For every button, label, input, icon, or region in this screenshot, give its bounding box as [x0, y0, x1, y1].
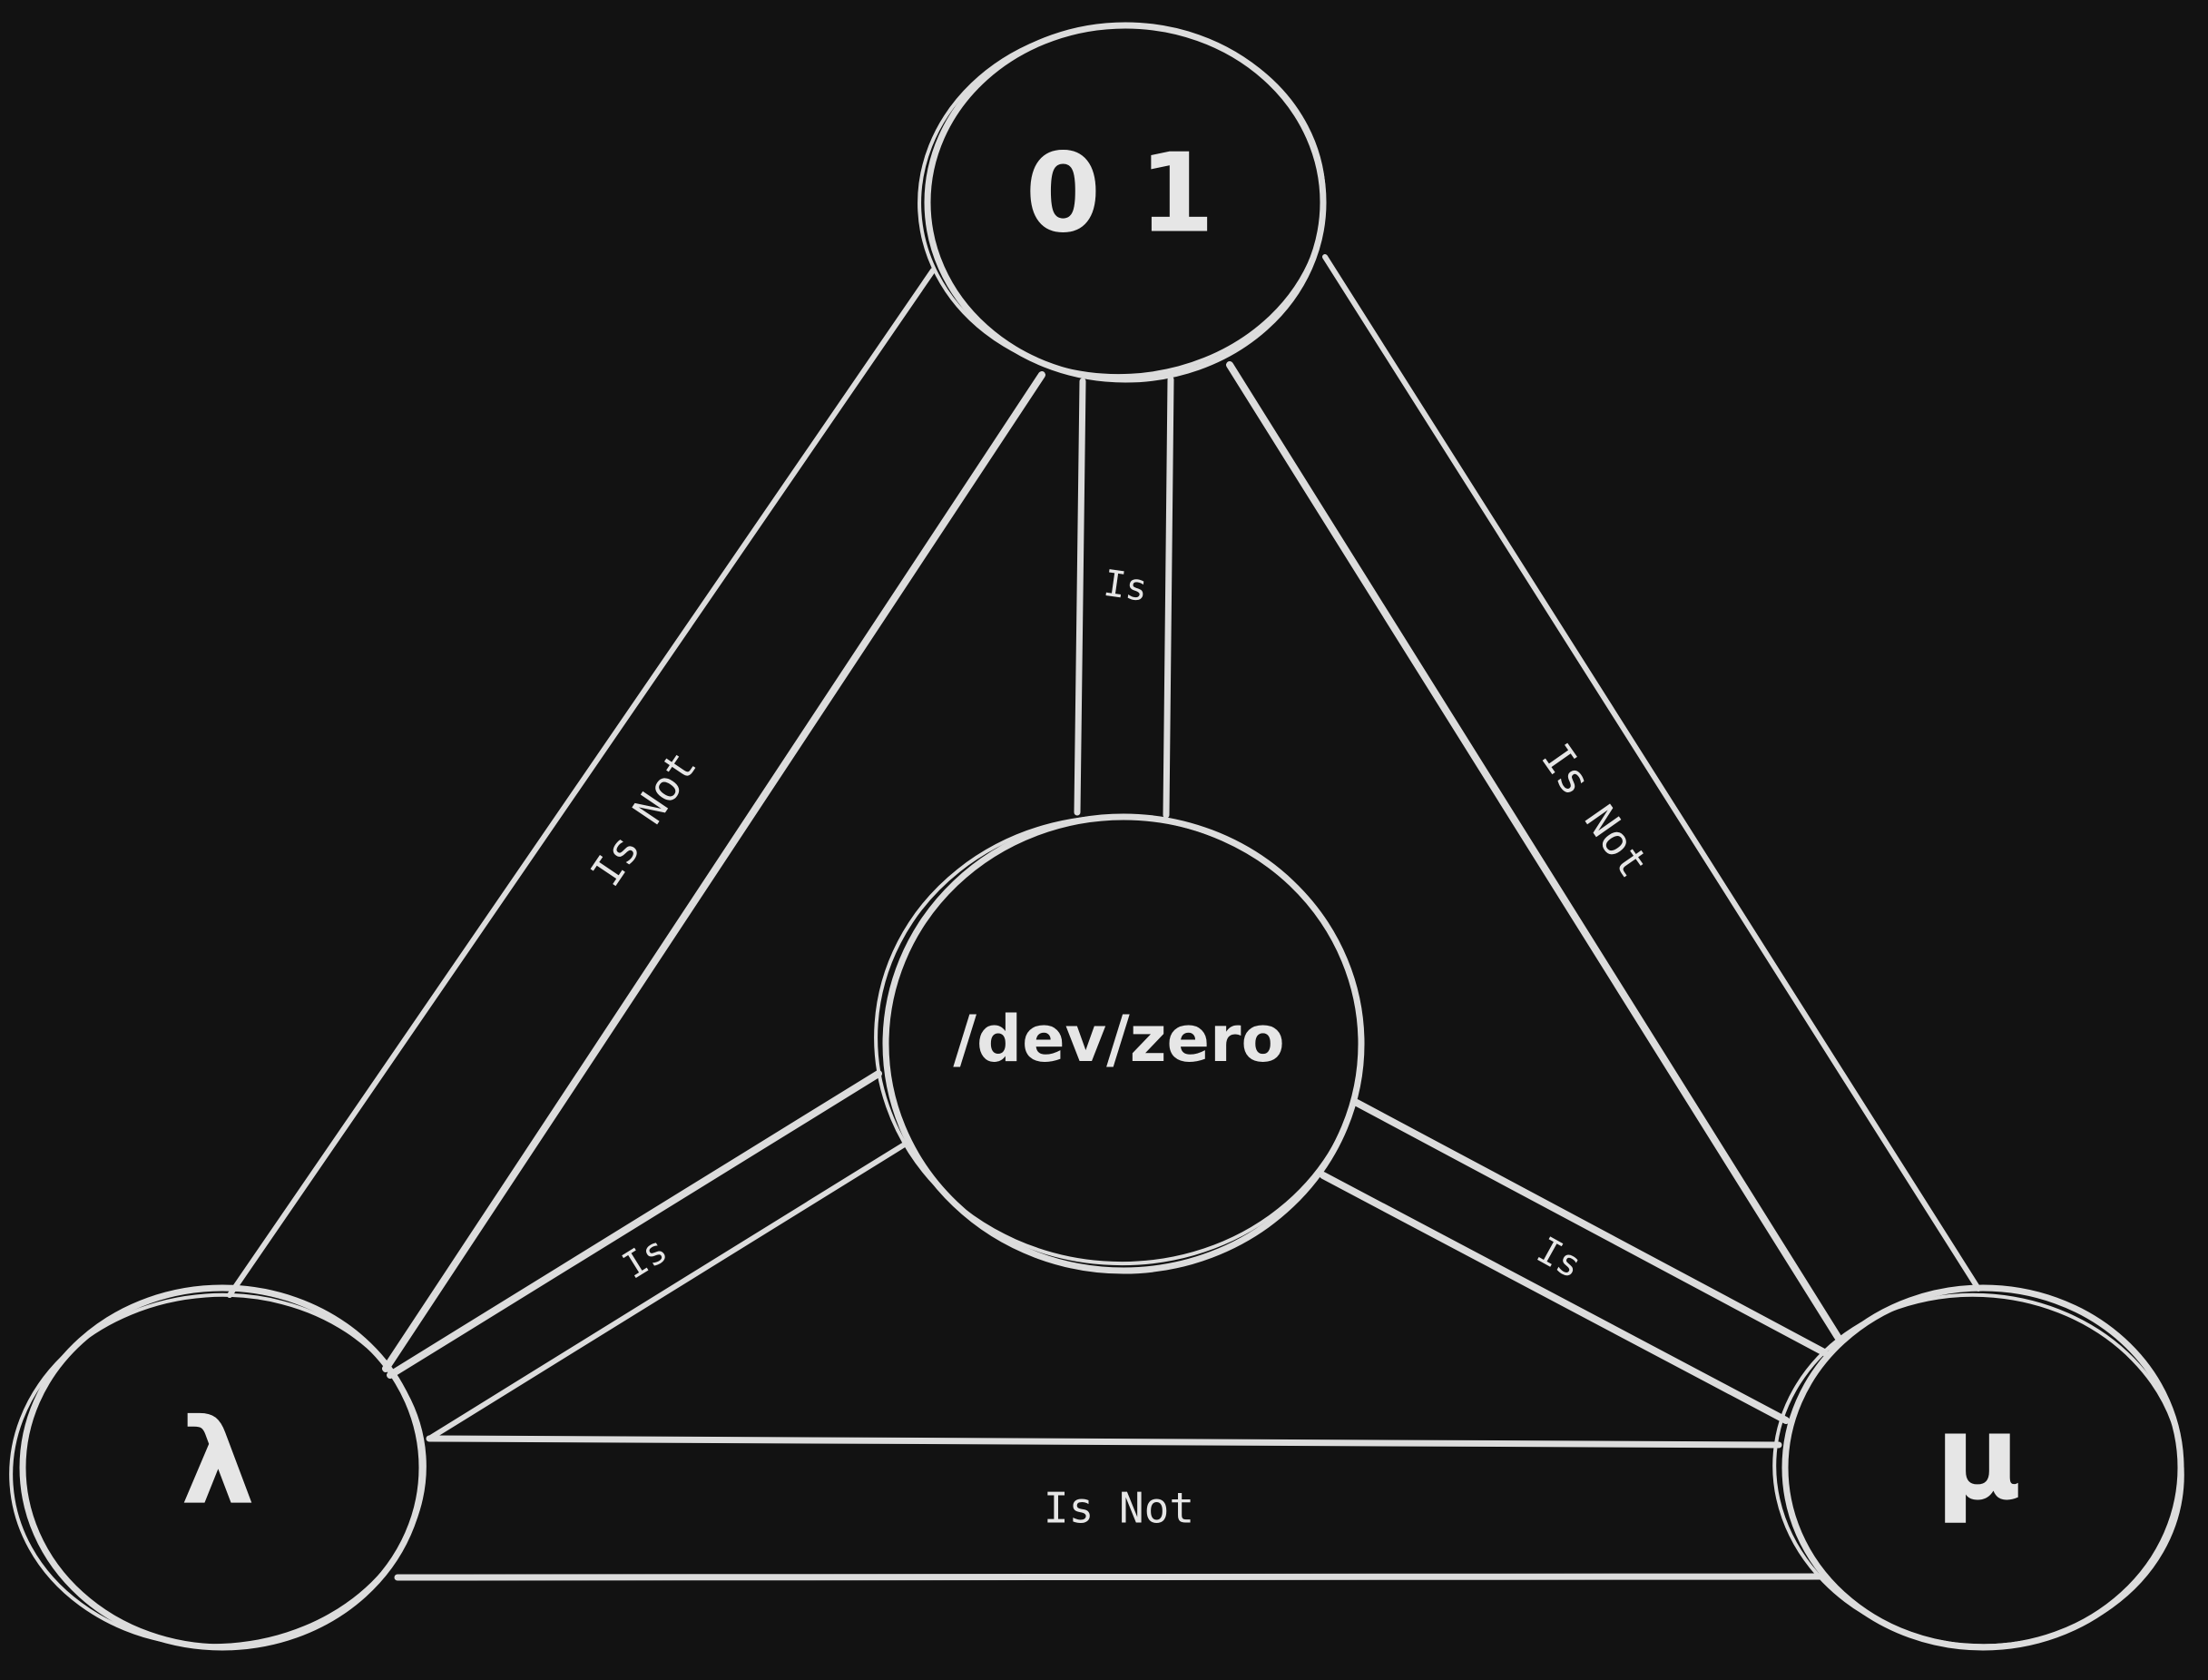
- edge-top-right: Is Not: [1226, 254, 1981, 1341]
- node-top: 0 1: [918, 22, 1327, 383]
- node-label-center: /dev/zero: [953, 1002, 1284, 1076]
- node-label-right: μ: [1935, 1389, 2022, 1527]
- node-label-left: λ: [181, 1393, 255, 1531]
- edge-top-center: Is: [1074, 376, 1174, 819]
- edge-center-right: Is: [1320, 1099, 1828, 1424]
- node-right: μ: [1772, 1284, 2184, 1651]
- edge-top-left: Is Not: [227, 268, 1045, 1372]
- edge-label-left-right: Is Not: [1044, 1484, 1194, 1533]
- edge-center-left: Is: [387, 1070, 906, 1441]
- edge-label-center-left: Is: [615, 1229, 674, 1288]
- edge-left-right: Is Not: [394, 1435, 1828, 1581]
- node-left: λ: [9, 1284, 427, 1651]
- edge-label-top-left: Is Not: [581, 742, 706, 895]
- edge-label-center-right: Is: [1530, 1229, 1588, 1287]
- edge-label-top-center: Is: [1101, 563, 1150, 610]
- node-label-top: 0 1: [1025, 132, 1215, 258]
- node-center: /dev/zero: [874, 813, 1365, 1274]
